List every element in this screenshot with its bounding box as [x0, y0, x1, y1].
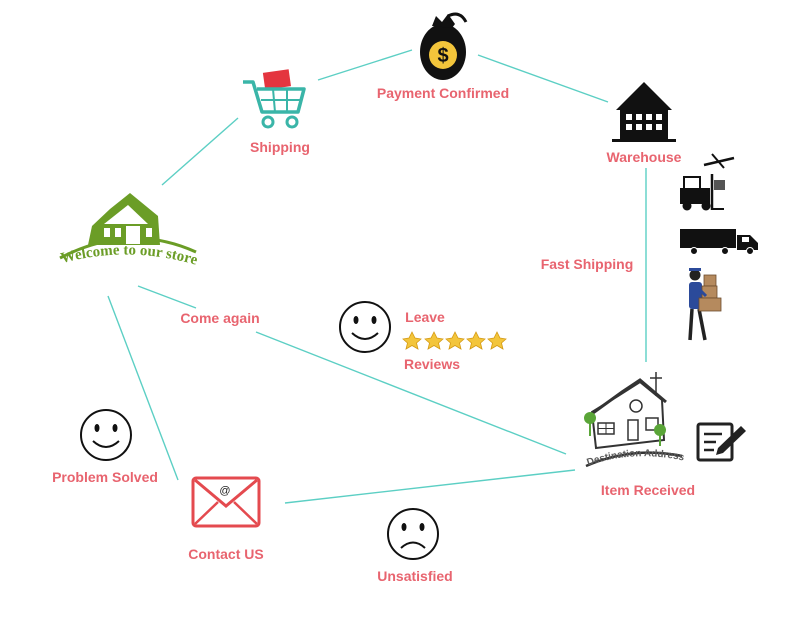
connector-store-contact [107, 295, 179, 481]
connector-shipping-payment [317, 49, 413, 81]
building-icon [612, 82, 676, 142]
leave-label: Leave [405, 309, 445, 325]
item-received-label: Item Received [600, 482, 696, 498]
warehouse-label: Warehouse [606, 149, 682, 165]
forklift-icon [680, 174, 725, 211]
come-again-label: Come again [180, 310, 260, 326]
fast-shipping-label: Fast Shipping [540, 256, 634, 272]
sad-face-icon [387, 508, 439, 560]
connectors [107, 49, 647, 504]
connector-contact-destination [284, 469, 576, 504]
airplane-icon [703, 153, 735, 169]
connector-store-shipping [161, 117, 239, 186]
connector-payment-warehouse [477, 54, 609, 103]
svg-text:$: $ [437, 45, 448, 67]
truck-icon [680, 229, 758, 255]
smiley-icon [339, 301, 391, 353]
unsatisfied-label: Unsatisfied [377, 568, 453, 584]
checklist-icon [696, 422, 746, 462]
money-bag-icon: $ [420, 12, 468, 80]
shopping-cart-icon [243, 69, 306, 129]
reviews-label: Reviews [403, 356, 461, 372]
envelope-icon: @ [191, 476, 261, 528]
payment-confirmed-label: Payment Confirmed [376, 85, 510, 101]
connector-comeagain-destination [255, 331, 567, 455]
svg-text:@: @ [219, 485, 230, 497]
destination-house-icon [584, 372, 683, 468]
problem-solved-label: Problem Solved [52, 469, 158, 485]
house-icon [59, 193, 197, 260]
connector-store-comeagain [137, 285, 197, 309]
smiley-icon [80, 409, 132, 461]
contact-us-label: Contact US [188, 546, 264, 562]
shipping-label: Shipping [250, 139, 310, 155]
destination-logo-text: Destination Address [586, 448, 686, 468]
star-rating-icon [402, 331, 507, 350]
delivery-man-icon [688, 268, 722, 341]
